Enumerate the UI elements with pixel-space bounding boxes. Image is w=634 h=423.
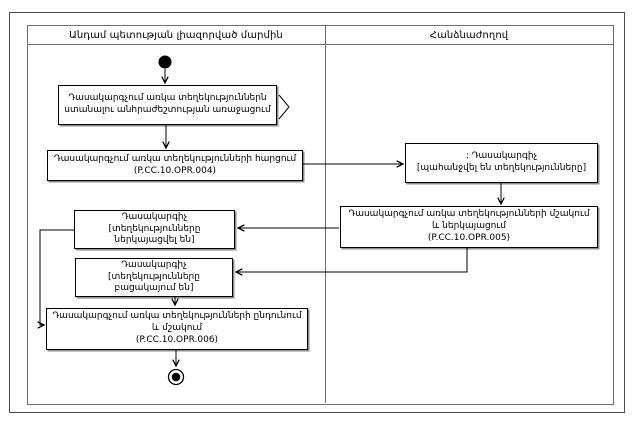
node-code: (P.CC.10.OPR.004) [133, 165, 217, 176]
node-code: (P.CC.10.OPR.006) [135, 334, 219, 345]
swimlane-divider [325, 25, 326, 403]
page-border [9, 12, 625, 413]
node-label: Դասակարգչում առկա տեղեկությունների մշակո… [348, 209, 590, 232]
node-label: Դասակարգիչ [տեղեկությունները բացակայում … [108, 259, 200, 294]
lane-header-commission: Հանձնաժողով [429, 29, 509, 41]
node-label: Դասակարգչում առկա տեղեկությունների ընդու… [52, 311, 302, 334]
state-information-absent-box: Դասակարգիչ [տեղեկությունները բացակայում … [75, 258, 233, 297]
node-label: Դասակարգչում առկա տեղեկություններն ստանա… [64, 93, 271, 115]
action-query-information-box: Դասակարգչում առկա տեղեկությունների հարցո… [47, 150, 303, 181]
action-receive-and-process-box: Դասակարգչում առկա տեղեկությունների ընդու… [46, 308, 308, 350]
node-code: (P.CC.10.OPR.005) [427, 232, 511, 243]
node-label: Դասակարգչում առկա տեղեկությունների հարցո… [53, 153, 297, 164]
swimlane-header-separator [27, 44, 613, 45]
state-information-presented-box: Դասակարգիչ [տեղեկությունները ներկայացվել… [74, 210, 235, 249]
node-label: : Դասակարգիչ [465, 151, 538, 162]
object-classifier-requested-box: : Դասակարգիչ [պահանջվել են տեղեկությունն… [405, 143, 598, 183]
lane-header-authorized-body: Անդամ պետության լիազորված մարմին [69, 29, 283, 41]
action-process-and-present-box: Դասակարգչում առկա տեղեկությունների մշակո… [340, 206, 598, 248]
node-label: Դասակարգիչ [տեղեկությունները ներկայացվել… [108, 211, 201, 246]
activity-need-arises-box: Դասակարգչում առկա տեղեկություններն ստանա… [58, 85, 277, 125]
swimlane-frame [27, 25, 614, 405]
node-state: [պահանջվել են տեղեկությունները] [416, 163, 587, 173]
